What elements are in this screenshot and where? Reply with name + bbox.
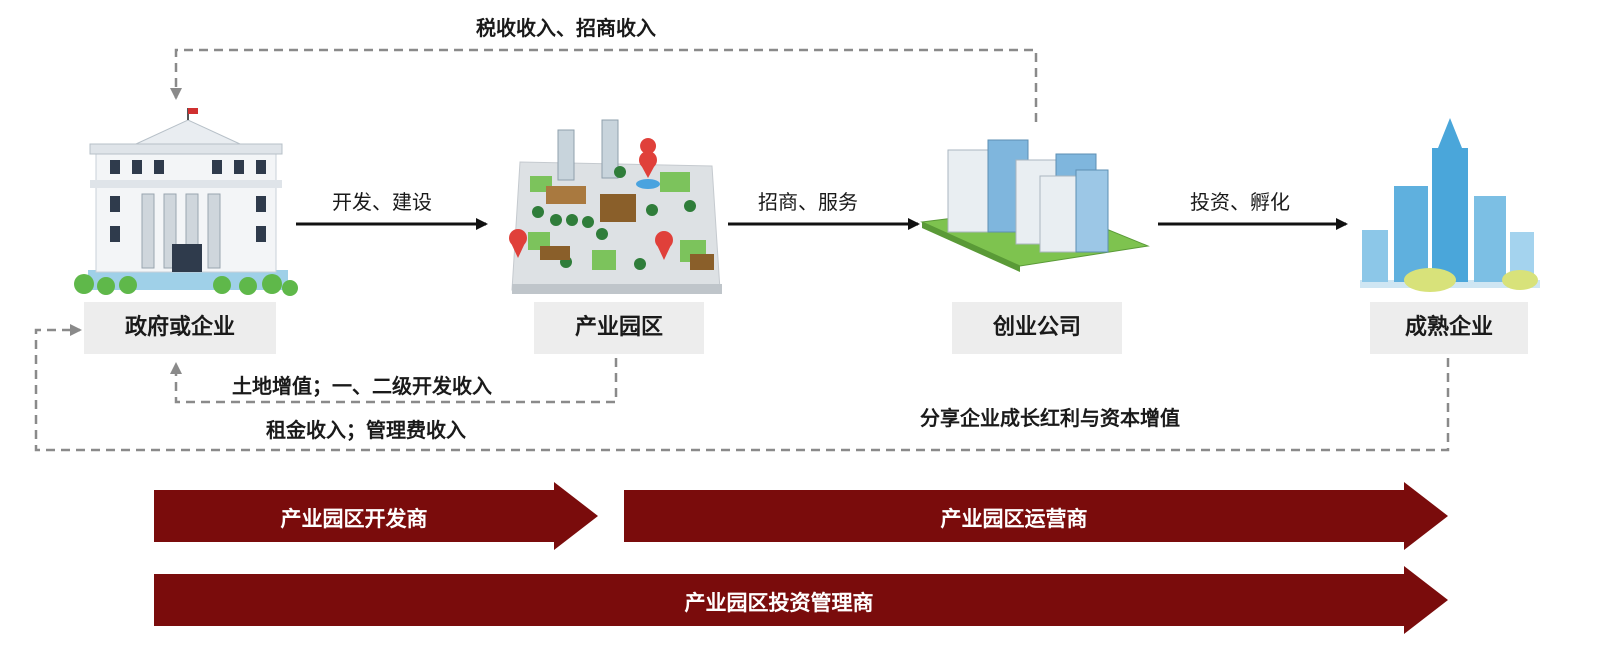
dashed-tax-loop	[170, 48, 1038, 122]
band-investment-manager-shape	[154, 566, 1448, 634]
node-label-startup: 创业公司	[952, 302, 1122, 354]
edge-label-invest-incubate: 投资、孵化	[1190, 190, 1290, 214]
mature-enterprise-skyscrapers-icon	[1360, 118, 1540, 292]
dashed-land-loop	[170, 358, 618, 404]
edge-label-invest-service: 招商、服务	[758, 190, 858, 214]
label-tax-income: 税收收入、招商收入	[476, 16, 656, 40]
startup-buildings-icon	[920, 139, 1150, 272]
label-share-growth: 分享企业成长红利与资本增值	[920, 406, 1180, 430]
node-label-government: 政府或企业	[84, 302, 276, 354]
band-label-operator: 产业园区运营商	[940, 507, 1088, 531]
label-land-income: 土地增值；一、二级开发收入	[232, 374, 492, 398]
band-label-investment-manager: 产业园区投资管理商	[684, 591, 874, 615]
node-label-park: 产业园区	[534, 302, 704, 354]
government-building-icon	[74, 108, 298, 296]
node-label-mature: 成熟企业	[1370, 302, 1528, 354]
label-rent-income: 租金收入；管理费收入	[266, 418, 466, 442]
band-operator-shape	[624, 482, 1448, 550]
industrial-park-map-icon	[509, 119, 722, 294]
band-label-developer: 产业园区开发商	[280, 507, 428, 531]
edge-label-develop-build: 开发、建设	[332, 190, 432, 214]
band-developer-shape	[154, 482, 598, 550]
dashed-share-loop	[34, 324, 1450, 452]
